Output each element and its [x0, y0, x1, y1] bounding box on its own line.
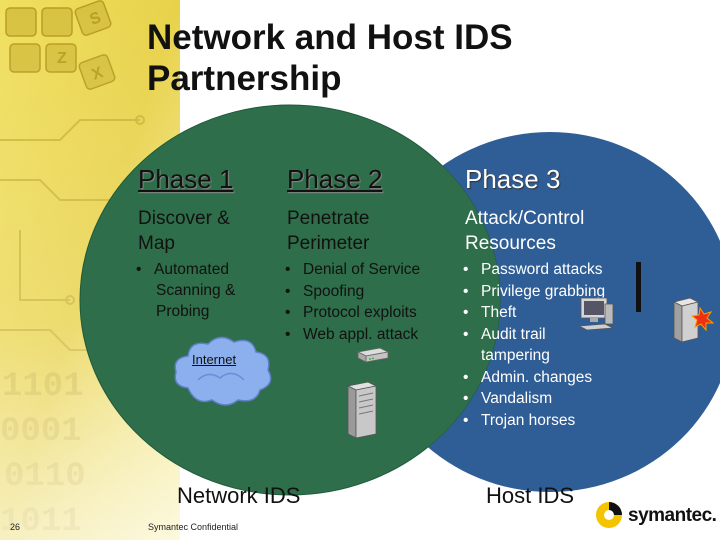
phase2-bullet: Spoofing [283, 281, 420, 303]
phase1-bullet-line3: Probing [156, 303, 210, 320]
slide-title-line1: Network and Host IDS [147, 18, 513, 57]
internet-cloud [174, 336, 272, 406]
slide-title-line2: Partnership [147, 59, 342, 98]
phase1-bullets: Automated [134, 259, 229, 281]
phase1-bullet-line2: Scanning & [156, 282, 236, 299]
phase3-bullet: Theft [461, 302, 605, 324]
phase3-sub-line1: Attack/Control [465, 208, 585, 229]
phase3-bullet-cont: tampering [461, 345, 605, 367]
phase1-bullet: Automated [134, 259, 229, 281]
network-ids-label: Network IDS [177, 483, 301, 508]
phase3-bullet: Audit trail [461, 324, 605, 346]
phase2-bullets: Denial of Service Spoofing Protocol expl… [283, 259, 420, 345]
phase1-sub-line1: Discover & [138, 208, 230, 229]
server-tower-icon [346, 381, 378, 439]
host-ids-label: Host IDS [486, 483, 575, 508]
desktop-computer-icon [577, 297, 615, 331]
phase2-sub-line1: Penetrate [287, 208, 370, 229]
confidential-notice: Symantec Confidential [148, 522, 239, 532]
server-alert-icon [672, 297, 714, 343]
phase3-bullet: Vandalism [461, 388, 605, 410]
internet-label: Internet [192, 352, 237, 367]
phase2-bullet: Web appl. attack [283, 324, 420, 346]
phase3-bullet: Trojan horses [461, 410, 605, 432]
phase3-bullet: Privilege grabbing [461, 281, 605, 303]
network-router-icon [356, 347, 390, 363]
phase3-bullet: Password attacks [461, 259, 605, 281]
black-bar-marker [636, 262, 641, 312]
phase2-bullet: Denial of Service [283, 259, 420, 281]
phase3-heading: Phase 3 [465, 164, 561, 194]
symantec-logo-text: symantec. [628, 505, 717, 526]
phase3-bullets: Password attacks Privilege grabbing Thef… [461, 259, 605, 431]
phase3-bullet4-continuation: tampering [481, 347, 550, 364]
symantec-logo-icon [596, 502, 622, 528]
phase2-bullet: Protocol exploits [283, 302, 420, 324]
phase1-sub-line2: Map [138, 233, 175, 254]
phase1-heading: Phase 1 [138, 164, 234, 194]
phase3-bullet: Admin. changes [461, 367, 605, 389]
phase3-sub-line2: Resources [465, 233, 556, 254]
phase2-heading: Phase 2 [287, 164, 383, 194]
phase2-sub-line2: Perimeter [287, 233, 370, 254]
page-number: 26 [10, 522, 21, 532]
